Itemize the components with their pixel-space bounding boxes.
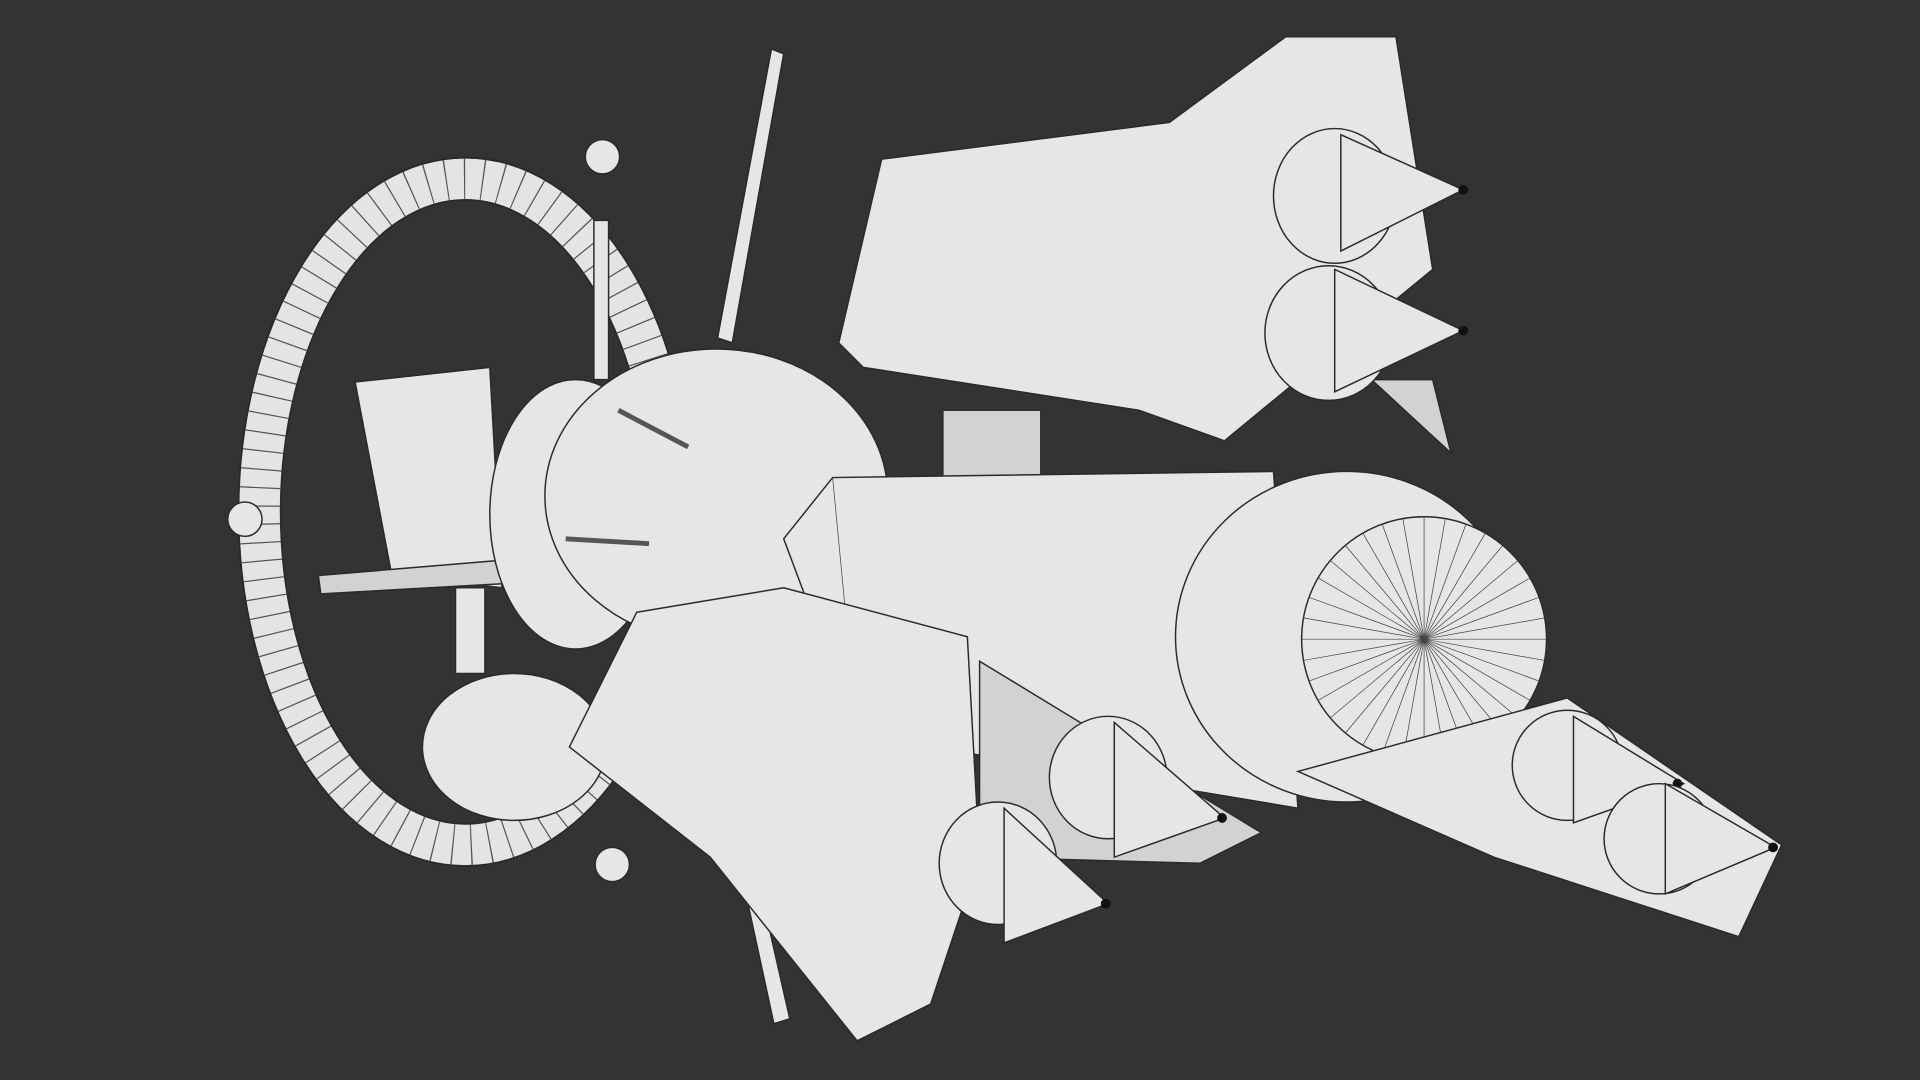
engine-spoke	[1424, 617, 1545, 640]
engine-spoke	[1423, 577, 1531, 640]
engine-spoke	[1317, 638, 1425, 701]
engine-spoke	[1303, 638, 1425, 661]
engine-spoke	[1423, 638, 1540, 682]
nozzle-tip	[1458, 184, 1469, 195]
engine-spoke	[1345, 545, 1425, 640]
ring-pod-top	[584, 138, 621, 175]
engine-spoke	[1423, 638, 1519, 719]
lower-pod	[568, 587, 1263, 1042]
engine-spoke	[1362, 638, 1425, 746]
engine-spoke	[1423, 638, 1531, 701]
engine-spoke	[1381, 523, 1425, 640]
lower-nozzle-1	[1048, 715, 1227, 859]
engine-spoke	[1381, 639, 1425, 755]
engine-spoke	[1330, 560, 1425, 640]
engine-spoke	[1308, 638, 1425, 682]
wing-nozzle-2	[1603, 782, 1778, 895]
engine-spoke	[1345, 638, 1425, 734]
upper-pod	[837, 36, 1469, 456]
engine-spoke	[1423, 596, 1540, 640]
upper-nozzle-1	[1272, 127, 1465, 264]
engine-spoke	[1402, 639, 1425, 760]
engine-spoke	[1303, 617, 1425, 640]
nozzle-tip	[1458, 325, 1469, 336]
engine-spoke	[1423, 518, 1446, 640]
engine-spoke	[1362, 532, 1425, 640]
ring-pod-bottom	[594, 846, 631, 883]
ring-pod-left	[227, 501, 263, 538]
engine-spoke	[1317, 577, 1425, 640]
engine-spoke	[1424, 638, 1545, 661]
right-wing	[1295, 697, 1783, 938]
engine-spoke	[1308, 596, 1425, 640]
engine-spoke	[1402, 518, 1425, 640]
engine-spoke	[1423, 532, 1486, 640]
lower-nozzle-2	[938, 801, 1111, 944]
engine-spoke	[1423, 523, 1467, 640]
engine-spoke	[1423, 638, 1504, 734]
upper-nozzle-2	[1264, 264, 1465, 402]
wing-nozzle-1	[1511, 709, 1686, 824]
engine-spoke	[1330, 638, 1425, 719]
antenna-mast	[454, 47, 791, 1025]
engine-spoke	[1423, 545, 1504, 640]
engine-spoke	[1423, 560, 1519, 640]
